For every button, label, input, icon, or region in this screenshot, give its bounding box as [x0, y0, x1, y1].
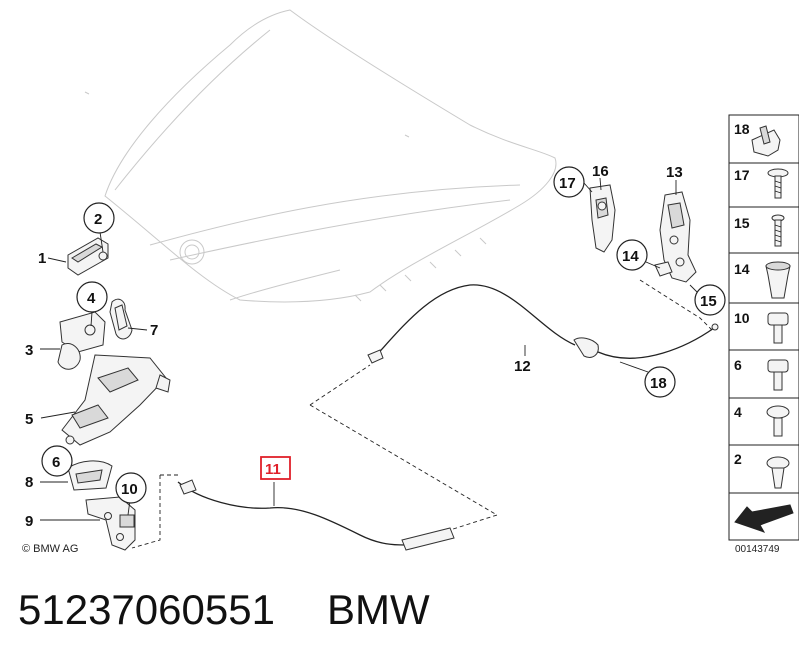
hinge-assembly [553, 166, 726, 316]
callout-6: 6 [52, 454, 60, 471]
copyright-text: © BMW AG [22, 543, 78, 555]
callout-18-bottom: 18 [650, 375, 667, 392]
part-number: 51237060551 [18, 586, 275, 633]
callout-1: 1 [38, 250, 46, 267]
callout-2: 2 [94, 211, 102, 228]
callout-5: 5 [25, 411, 33, 428]
callout-11-highlight [260, 456, 291, 480]
fastener-legend [728, 114, 799, 541]
callout-3: 3 [25, 342, 33, 359]
legend-label-10: 10 [734, 310, 750, 326]
legend-label-15: 15 [734, 215, 750, 231]
parts-diagram: 1 2 3 4 5 7 6 8 9 10 [22, 9, 799, 555]
part-1-2-group [47, 202, 115, 276]
callout-12: 12 [514, 358, 531, 375]
callout-4: 4 [87, 290, 96, 307]
callout-8: 8 [25, 474, 33, 491]
part-footer: 51237060551 BMW [18, 586, 778, 646]
legend-label-4: 4 [734, 404, 742, 420]
callout-14: 14 [622, 248, 639, 265]
callout-11: 11 [265, 461, 281, 478]
callout-13: 13 [666, 164, 683, 181]
lock-assembly [40, 281, 171, 446]
release-cables [131, 279, 719, 551]
direction-arrow-icon [734, 504, 794, 533]
callout-16: 16 [592, 163, 609, 180]
callout-7: 7 [150, 322, 158, 339]
lower-lock-group [40, 445, 147, 551]
callout-17: 17 [559, 175, 576, 192]
brand-name: BMW [326, 586, 430, 633]
callout-15: 15 [700, 293, 717, 310]
legend-label-14: 14 [734, 261, 750, 277]
legend-label-17: 17 [734, 167, 750, 183]
hood-outline [84, 9, 557, 303]
callout-10: 10 [121, 481, 138, 498]
reference-number: 00143749 [735, 544, 780, 555]
legend-label-2: 2 [734, 451, 742, 467]
callout-9: 9 [25, 513, 33, 530]
legend-label-6: 6 [734, 357, 742, 373]
legend-label-18: 18 [734, 121, 750, 137]
